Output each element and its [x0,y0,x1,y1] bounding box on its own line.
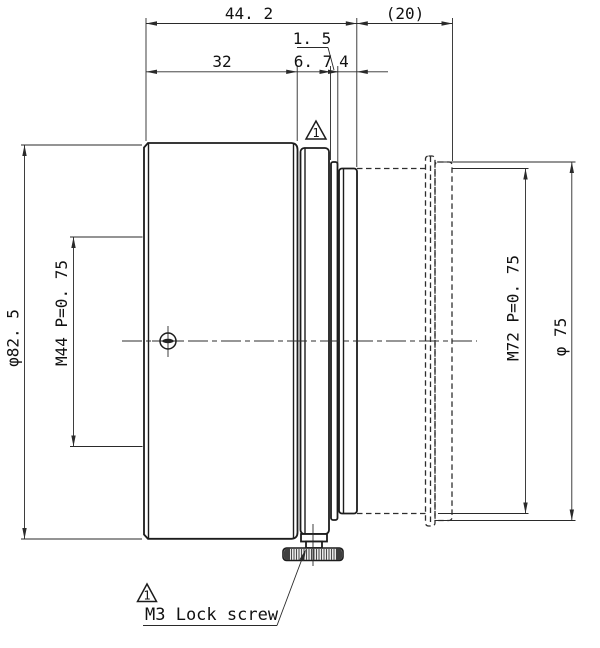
warning-triangle-icon [136,582,158,603]
leader-line [276,550,306,626]
dim-text-thread-length: 4 [339,52,349,71]
arrowhead [441,21,453,26]
dim-flange-width: 6. 7 [294,52,333,160]
arrowhead [328,69,339,74]
lock-screw-neck [305,540,323,549]
lock-screw-callout: M3 Lock screw [143,549,306,626]
warning-triangle-icon [304,119,328,140]
dim-text-front-thread: M44 P=0. 75 [52,260,71,366]
lock-screw [282,524,344,566]
arrowhead [356,21,368,26]
dim-text-body-diameter: φ82. 5 [4,309,23,367]
arrowhead [523,168,528,180]
arrowhead [569,509,574,521]
dim-body-diameter: φ82. 5 [4,144,142,540]
dim-text-overall-length: 44. 2 [225,4,273,23]
note-number: 1 [143,589,150,603]
note-number: 1 [312,126,319,140]
dim-rear-thread: M72 P=0. 75 [438,168,529,514]
arrowhead [523,502,528,514]
lock-screw-stem [300,533,328,543]
leader-arrowhead [299,549,306,562]
note-triangle-bottom: 1 [136,582,158,603]
knurled-head-cap-right [336,548,342,560]
arrowhead [319,69,331,74]
lock-screw-label: M3 Lock screw [145,605,279,625]
dim-overall-length: 44. 2 [145,4,358,167]
dim-text-flange-width: 6. 7 [294,52,333,71]
center-mark [152,326,184,357]
leader-line [327,47,335,71]
arrowhead [71,237,76,248]
main-body-outline [143,142,299,540]
dim-text-body-length: 32 [212,52,231,71]
dim-front-thread: M44 P=0. 75 [52,236,143,447]
center-mark-circle [159,332,177,350]
arrowhead [71,435,76,447]
arrowhead [22,528,27,539]
note-triangle-top: 1 [304,119,328,140]
dim-body-length: 32 [146,52,388,141]
arrowhead [22,145,27,156]
knurled-head-hatch [291,549,335,560]
dim-text-step: 1. 5 [293,29,332,48]
dim-thread-length: 4 [328,52,368,74]
arrowhead [356,69,368,74]
knurled-head-cap-left [284,548,290,560]
center-mark-slot [162,338,174,344]
arrowhead [146,69,157,74]
dim-step: 1. 5 [293,29,339,167]
dim-text-phantom-diameter: φ 75 [551,318,570,357]
arrowhead [345,21,357,26]
arrowhead [569,162,574,173]
dim-phantom-diameter: φ 75 [435,161,576,521]
dim-ref-extension: (20) [356,4,453,161]
dim-text-rear-thread: M72 P=0. 75 [504,255,523,361]
arrowhead [146,21,157,26]
arrowhead [286,69,298,74]
dim-text-ref-extension: (20) [386,4,425,23]
